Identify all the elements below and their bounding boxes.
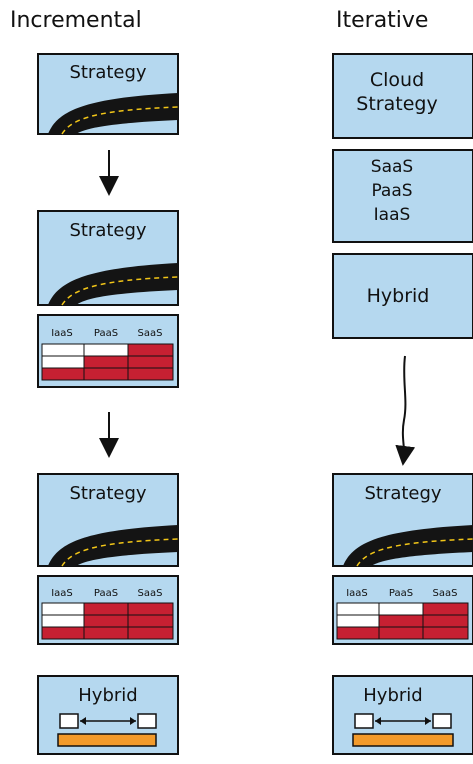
title-incremental: Incremental bbox=[10, 8, 142, 33]
saas-label: SaaS bbox=[371, 157, 413, 177]
incremental-stage2-service-table: IaaS PaaS SaaS bbox=[37, 314, 179, 388]
table-cell bbox=[422, 602, 469, 616]
incremental-stage3-strategy-panel: Strategy bbox=[37, 473, 179, 567]
strategy-label: Strategy bbox=[69, 483, 146, 504]
road-curve-icon bbox=[48, 93, 179, 135]
table-cell bbox=[127, 355, 174, 369]
table-cell bbox=[41, 614, 85, 628]
table-cell bbox=[336, 602, 380, 616]
table-cell bbox=[83, 355, 129, 369]
road-curve-icon bbox=[48, 263, 179, 306]
endpoint-box bbox=[59, 713, 79, 729]
hybrid-bar bbox=[352, 733, 454, 747]
table-cell bbox=[41, 626, 85, 640]
strategy-label: Strategy bbox=[69, 220, 146, 241]
table-cell bbox=[127, 614, 174, 628]
table-cell bbox=[127, 602, 174, 616]
table-header-paas: PaaS bbox=[94, 588, 118, 599]
endpoint-box bbox=[354, 713, 374, 729]
arrow-down-icon bbox=[395, 355, 416, 466]
incremental-stage1-strategy-panel: Strategy bbox=[37, 53, 179, 135]
double-arrow-icon bbox=[80, 717, 136, 725]
table-cell bbox=[83, 602, 129, 616]
table-cell bbox=[378, 626, 424, 640]
cloud-label: Cloud bbox=[370, 69, 424, 91]
paas-label: PaaS bbox=[371, 181, 412, 201]
road-curve-icon bbox=[343, 525, 473, 567]
table-header-iaas: IaaS bbox=[51, 588, 73, 599]
table-cell bbox=[41, 602, 85, 616]
strategy-label: Strategy bbox=[69, 62, 146, 83]
incremental-stage2-strategy-panel: Strategy bbox=[37, 210, 179, 306]
iterative-stage2-service-table: IaaS PaaS SaaS bbox=[332, 575, 473, 645]
table-cell bbox=[378, 614, 424, 628]
hybrid-label: Hybrid bbox=[367, 285, 430, 307]
table-cell bbox=[336, 626, 380, 640]
table-header-paas: PaaS bbox=[389, 588, 413, 599]
iterative-hybrid-panel: Hybrid bbox=[332, 253, 473, 339]
table-cell bbox=[127, 367, 174, 381]
table-cell bbox=[127, 626, 174, 640]
incremental-stage3-hybrid-panel: Hybrid bbox=[37, 675, 179, 755]
incremental-stage3-service-table: IaaS PaaS SaaS bbox=[37, 575, 179, 645]
table-header-saas: SaaS bbox=[138, 588, 163, 599]
title-iterative: Iterative bbox=[336, 8, 428, 33]
table-cell bbox=[83, 367, 129, 381]
table-cell bbox=[41, 367, 85, 381]
table-header-saas: SaaS bbox=[138, 328, 163, 339]
table-header-iaas: IaaS bbox=[346, 588, 368, 599]
table-header-saas: SaaS bbox=[433, 588, 458, 599]
table-cell bbox=[422, 614, 469, 628]
hybrid-label: Hybrid bbox=[363, 685, 422, 706]
table-cell bbox=[336, 614, 380, 628]
table-header-iaas: IaaS bbox=[51, 328, 73, 339]
iterative-cloud-strategy-panel: Cloud Strategy bbox=[332, 53, 473, 139]
iterative-stage2-strategy-panel: Strategy bbox=[332, 473, 473, 567]
iterative-stage2-hybrid-panel: Hybrid bbox=[332, 675, 473, 755]
endpoint-box bbox=[432, 713, 452, 729]
table-cell bbox=[41, 355, 85, 369]
table-cell bbox=[83, 343, 129, 357]
hybrid-label: Hybrid bbox=[78, 685, 137, 706]
table-cell bbox=[127, 343, 174, 357]
table-cell bbox=[422, 626, 469, 640]
table-cell bbox=[83, 614, 129, 628]
table-cell bbox=[41, 343, 85, 357]
road-curve-icon bbox=[48, 525, 179, 567]
table-cell bbox=[378, 602, 424, 616]
double-arrow-icon bbox=[375, 717, 431, 725]
iterative-service-models-panel: SaaS PaaS IaaS bbox=[332, 149, 473, 243]
iaas-label: IaaS bbox=[374, 205, 411, 225]
table-cell bbox=[83, 626, 129, 640]
hybrid-bar bbox=[57, 733, 157, 747]
endpoint-box bbox=[137, 713, 157, 729]
table-header-paas: PaaS bbox=[94, 328, 118, 339]
strategy-label: Strategy bbox=[364, 483, 441, 504]
strategy-label: Strategy bbox=[356, 93, 437, 115]
